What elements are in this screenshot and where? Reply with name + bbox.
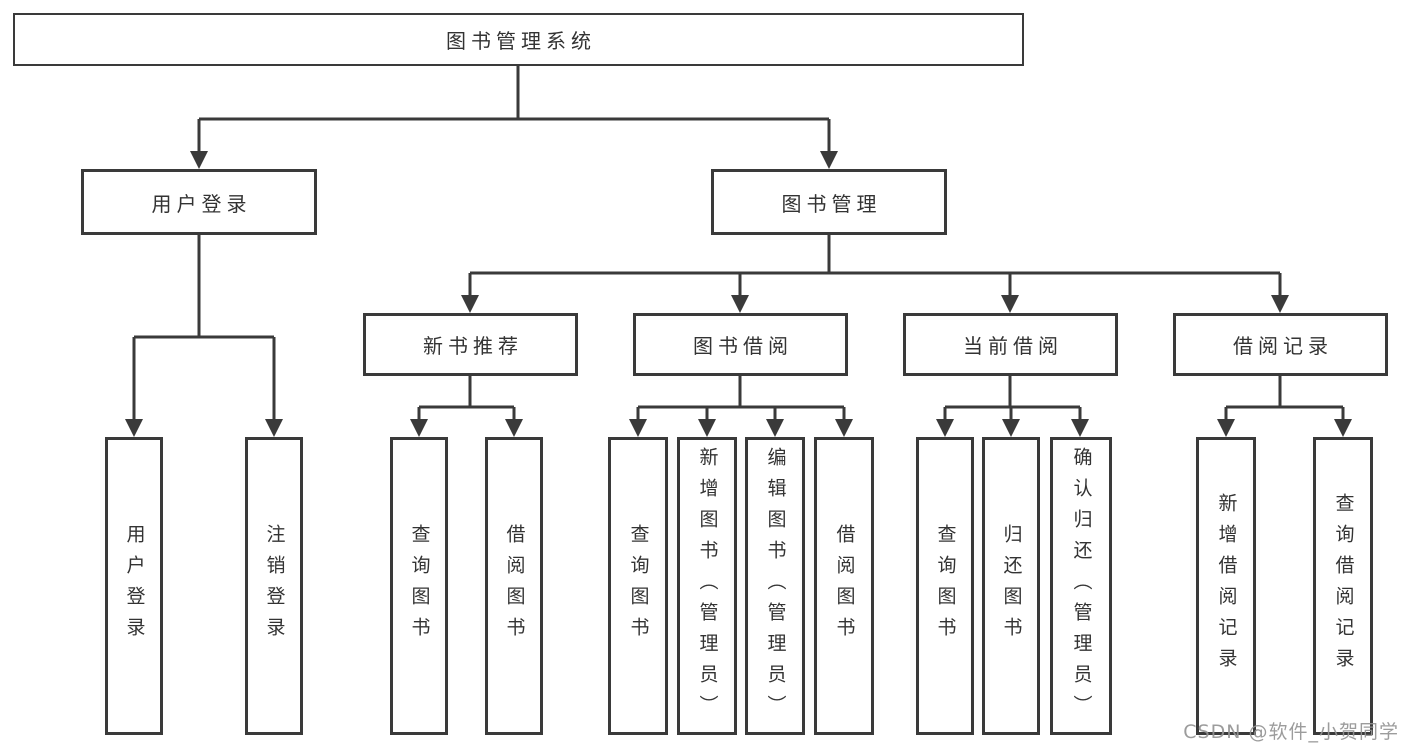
leaf-confirm-return-admin: 确认归还（管理员） [1050, 437, 1112, 735]
leaf-edit-book-admin: 编辑图书（管理员） [745, 437, 805, 735]
leaf-query-books-recommend: 查询图书 [390, 437, 448, 735]
leaf-user-login: 用户登录 [105, 437, 163, 735]
connector-path [132, 66, 1345, 421]
node-book-management: 图书管理 [711, 169, 947, 235]
leaf-return-books: 归还图书 [982, 437, 1040, 735]
leaf-logout: 注销登录 [245, 437, 303, 735]
node-borrowing-records: 借阅记录 [1173, 313, 1388, 376]
node-current-borrowing: 当前借阅 [903, 313, 1118, 376]
leaf-query-books-current: 查询图书 [916, 437, 974, 735]
leaf-borrow-books-recommend: 借阅图书 [485, 437, 543, 735]
csdn-watermark: CSDN @软件_小贺同学 [1183, 721, 1399, 743]
node-user-login: 用户登录 [81, 169, 317, 235]
leaf-query-borrow-record: 查询借阅记录 [1313, 437, 1373, 735]
node-new-book-recommend: 新书推荐 [363, 313, 578, 376]
node-library-management-system: 图书管理系统 [13, 13, 1024, 66]
leaf-query-books-borrowing: 查询图书 [608, 437, 668, 735]
node-book-borrowing: 图书借阅 [633, 313, 848, 376]
leaf-add-borrow-record: 新增借阅记录 [1196, 437, 1256, 735]
leaf-add-book-admin: 新增图书（管理员） [677, 437, 737, 735]
leaf-borrow-books: 借阅图书 [814, 437, 874, 735]
